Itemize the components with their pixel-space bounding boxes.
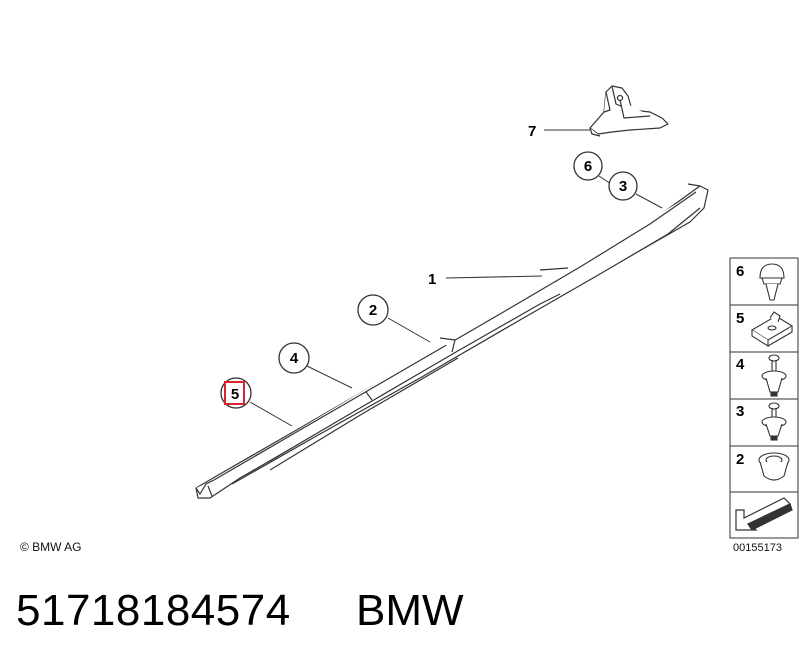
svg-text:5: 5 bbox=[231, 386, 239, 403]
leader-lines bbox=[249, 129, 663, 427]
nut-clip-icon bbox=[750, 311, 794, 347]
callout-2: 2 bbox=[357, 294, 389, 326]
grommet-icon bbox=[758, 452, 790, 481]
callout-7: 7 bbox=[528, 123, 536, 140]
callout-5-highlighted: 5 bbox=[220, 377, 252, 409]
push-rivet-icon bbox=[761, 354, 787, 397]
bracket-part bbox=[589, 85, 669, 137]
direction-arrow-icon bbox=[735, 497, 793, 531]
callout-6: 6 bbox=[573, 151, 603, 181]
diagram-reference-code: 00155173 bbox=[733, 542, 782, 554]
part-number: 51718184574 bbox=[16, 586, 291, 635]
sill-cover-part bbox=[195, 183, 709, 499]
callout-4: 4 bbox=[278, 342, 310, 374]
svg-text:6: 6 bbox=[584, 158, 592, 175]
legend-number-2: 2 bbox=[736, 451, 744, 468]
push-rivet-icon bbox=[761, 402, 787, 441]
svg-text:2: 2 bbox=[369, 302, 377, 319]
clip-icon bbox=[759, 263, 785, 301]
copyright-text: © BMW AG bbox=[20, 540, 82, 554]
callout-3: 3 bbox=[608, 171, 638, 201]
svg-text:4: 4 bbox=[290, 350, 299, 367]
legend-number-4: 4 bbox=[736, 356, 745, 373]
svg-text:3: 3 bbox=[619, 178, 627, 195]
callout-1: 1 bbox=[428, 271, 436, 288]
legend-number-3: 3 bbox=[736, 403, 744, 420]
legend-number-6: 6 bbox=[736, 263, 744, 280]
legend-number-5: 5 bbox=[736, 310, 744, 327]
brand-name: BMW bbox=[356, 586, 464, 635]
parts-legend: 6 5 4 3 bbox=[729, 257, 799, 539]
